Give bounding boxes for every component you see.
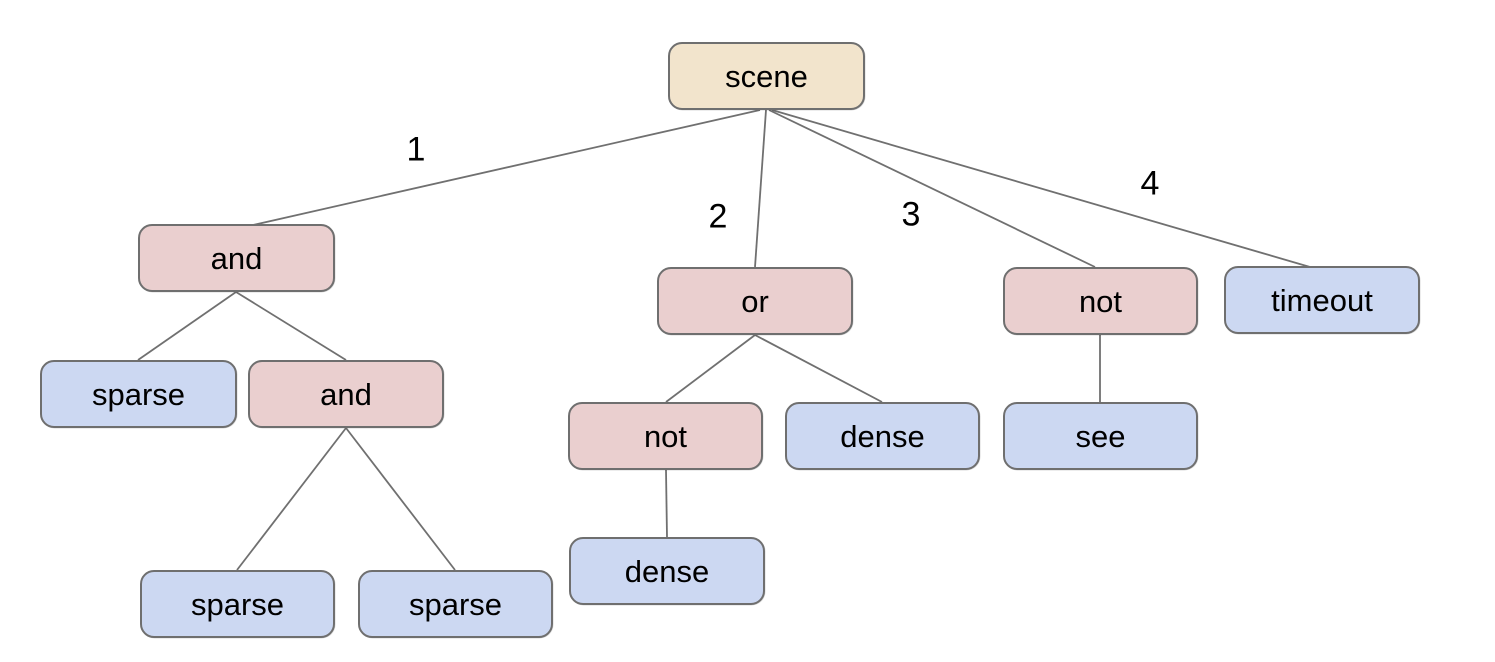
tree-node-sparse-2: sparse <box>140 570 335 638</box>
edge-line-scene-to-or-1 <box>754 109 767 268</box>
tree-node-sparse-3: sparse <box>358 570 553 638</box>
tree-node-dense-1: dense <box>785 402 980 470</box>
edge-line-not-2-to-dense-2 <box>665 469 668 538</box>
tree-node-timeout-1: timeout <box>1224 266 1420 334</box>
edge-line-or-1-to-dense-1 <box>754 334 883 403</box>
node-label-and-2: and <box>320 376 372 412</box>
tree-node-dense-2: dense <box>569 537 765 605</box>
tree-node-not-1: not <box>1003 267 1198 335</box>
edge-line-and-2-to-sparse-2 <box>236 427 347 571</box>
node-label-dense-1: dense <box>840 418 925 454</box>
node-label-and-1: and <box>210 240 263 276</box>
tree-node-not-2: not <box>568 402 763 470</box>
edge-line-or-1-to-not-2 <box>665 334 756 403</box>
node-label-sparse-2: sparse <box>190 586 285 622</box>
tree-node-and-2: and <box>248 360 444 428</box>
edge-line-and-1-to-sparse-1 <box>137 291 237 361</box>
node-label-not-1: not <box>1078 283 1123 319</box>
node-label-or-1: or <box>741 283 769 319</box>
node-label-sparse-3: sparse <box>408 586 503 622</box>
edge-line-and-2-to-sparse-3 <box>345 427 456 571</box>
edge-label-timeout-1: 4 <box>1140 164 1160 203</box>
tree-node-sparse-1: sparse <box>40 360 237 428</box>
tree-node-see-1: see <box>1003 402 1198 470</box>
edge-line-scene-to-not-1 <box>768 109 1096 268</box>
node-label-scene: scene <box>725 58 808 94</box>
edge-line-scene-to-timeout-1 <box>771 109 1311 268</box>
node-label-not-2: not <box>643 418 688 454</box>
node-label-sparse-1: sparse <box>91 376 186 412</box>
tree-node-and-1: and <box>138 224 335 292</box>
edge-label-and-1: 1 <box>406 130 426 169</box>
node-label-dense-2: dense <box>624 553 710 589</box>
edge-line-and-1-to-and-2 <box>235 291 347 361</box>
tree-node-or-1: or <box>657 267 853 335</box>
node-label-timeout-1: timeout <box>1271 282 1373 318</box>
edge-label-not-1: 3 <box>901 195 921 234</box>
edge-label-or-1: 2 <box>708 197 728 236</box>
node-label-see-1: see <box>1075 418 1126 454</box>
edge-line-scene-to-and-1 <box>252 109 761 226</box>
tree-node-scene: scene <box>668 42 865 110</box>
